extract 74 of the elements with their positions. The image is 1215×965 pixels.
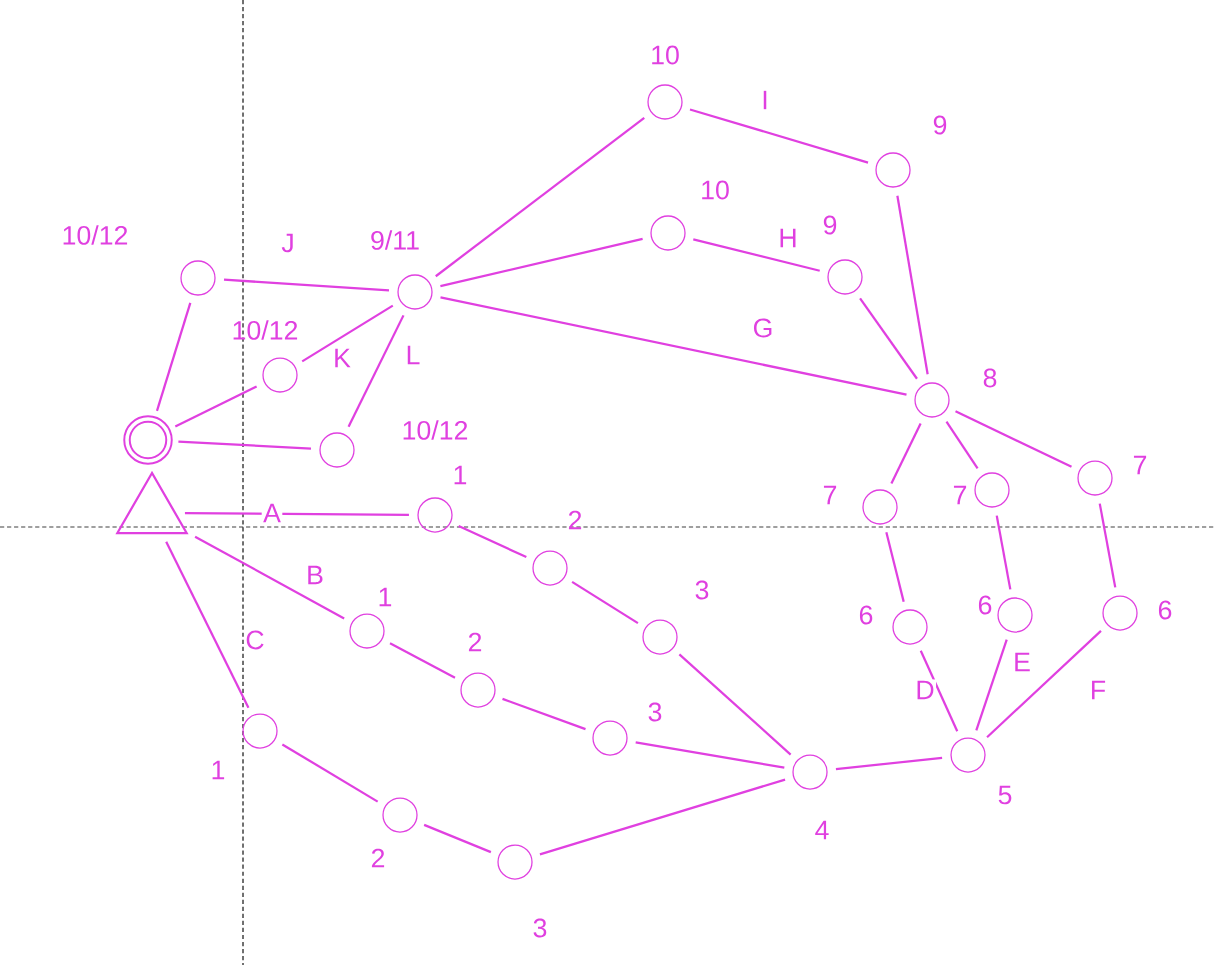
connector-line xyxy=(890,422,922,485)
connector-line xyxy=(301,304,394,363)
node-label: 5 xyxy=(998,785,1012,805)
node-label: 10/12 xyxy=(63,225,128,245)
double-circle xyxy=(123,415,173,465)
connector-line xyxy=(347,314,405,428)
node-label: 2 xyxy=(568,510,582,530)
node-label: 7 xyxy=(953,485,967,505)
edge-label: L xyxy=(404,344,422,366)
node-label: 2 xyxy=(371,848,385,868)
connector-line xyxy=(955,410,1072,468)
connector-line xyxy=(539,778,786,856)
node-label: 6 xyxy=(978,595,992,615)
connector-line xyxy=(440,237,643,288)
connector-line xyxy=(155,302,192,412)
connector-line xyxy=(689,108,869,164)
connector-line xyxy=(995,515,1012,590)
node-label: 6 xyxy=(859,605,873,625)
node-label: 8 xyxy=(983,368,997,388)
node-label: 4 xyxy=(815,820,829,840)
connector-line xyxy=(885,532,905,602)
connector-line xyxy=(174,385,258,428)
connector-line xyxy=(178,440,312,450)
connector-line xyxy=(693,238,820,272)
edge-label: D xyxy=(913,679,937,701)
node-label: 10 xyxy=(652,45,679,65)
edge-label: K xyxy=(331,347,353,369)
connector-line xyxy=(975,639,1008,731)
connector-line xyxy=(194,535,345,620)
connector-line xyxy=(945,421,979,469)
node-label: 3 xyxy=(695,580,709,600)
edge-label: A xyxy=(261,502,283,524)
edge-label: J xyxy=(279,232,297,254)
edge-label: G xyxy=(751,317,775,339)
connector-line xyxy=(435,116,645,278)
connector-line xyxy=(389,642,456,679)
connector-line xyxy=(281,743,379,803)
connector-line xyxy=(635,741,785,769)
connector-line xyxy=(986,629,1102,739)
node-label: 7 xyxy=(1133,455,1147,475)
node-label: 6 xyxy=(1158,600,1172,620)
connector-line xyxy=(835,756,943,771)
connector-line xyxy=(184,512,409,516)
node-label: 7 xyxy=(823,485,837,505)
connector-line xyxy=(919,650,959,732)
connector-line xyxy=(440,296,907,396)
edge-label: F xyxy=(1088,679,1108,701)
node-label: 9/11 xyxy=(371,230,419,250)
edge-label: C xyxy=(243,629,267,651)
connector-line xyxy=(165,541,250,709)
node-label: 2 xyxy=(468,632,482,652)
connector-line xyxy=(571,580,639,625)
node-label: 9 xyxy=(933,115,947,135)
node-label: 1 xyxy=(379,587,392,607)
connector-line xyxy=(859,297,918,380)
node-label: 3 xyxy=(533,918,547,938)
node-label: 1 xyxy=(212,760,225,780)
node-label: 3 xyxy=(648,702,662,722)
connector-line xyxy=(896,195,929,375)
node-label: 1 xyxy=(454,465,467,485)
connector-line xyxy=(458,524,527,559)
connector-line xyxy=(1098,503,1117,588)
edge-label: E xyxy=(1011,651,1033,673)
connector-line xyxy=(423,823,492,854)
node-label: 10 xyxy=(702,180,729,200)
edge-label: I xyxy=(759,89,771,111)
node-label: 9 xyxy=(823,215,837,235)
node-label: 10/12 xyxy=(403,420,468,440)
node-label: 10/12 xyxy=(233,320,298,340)
edge-label: B xyxy=(304,564,326,586)
connector-line xyxy=(678,653,792,756)
connector-line xyxy=(502,697,586,731)
edge-label: H xyxy=(776,227,800,249)
connector-line xyxy=(223,278,390,292)
